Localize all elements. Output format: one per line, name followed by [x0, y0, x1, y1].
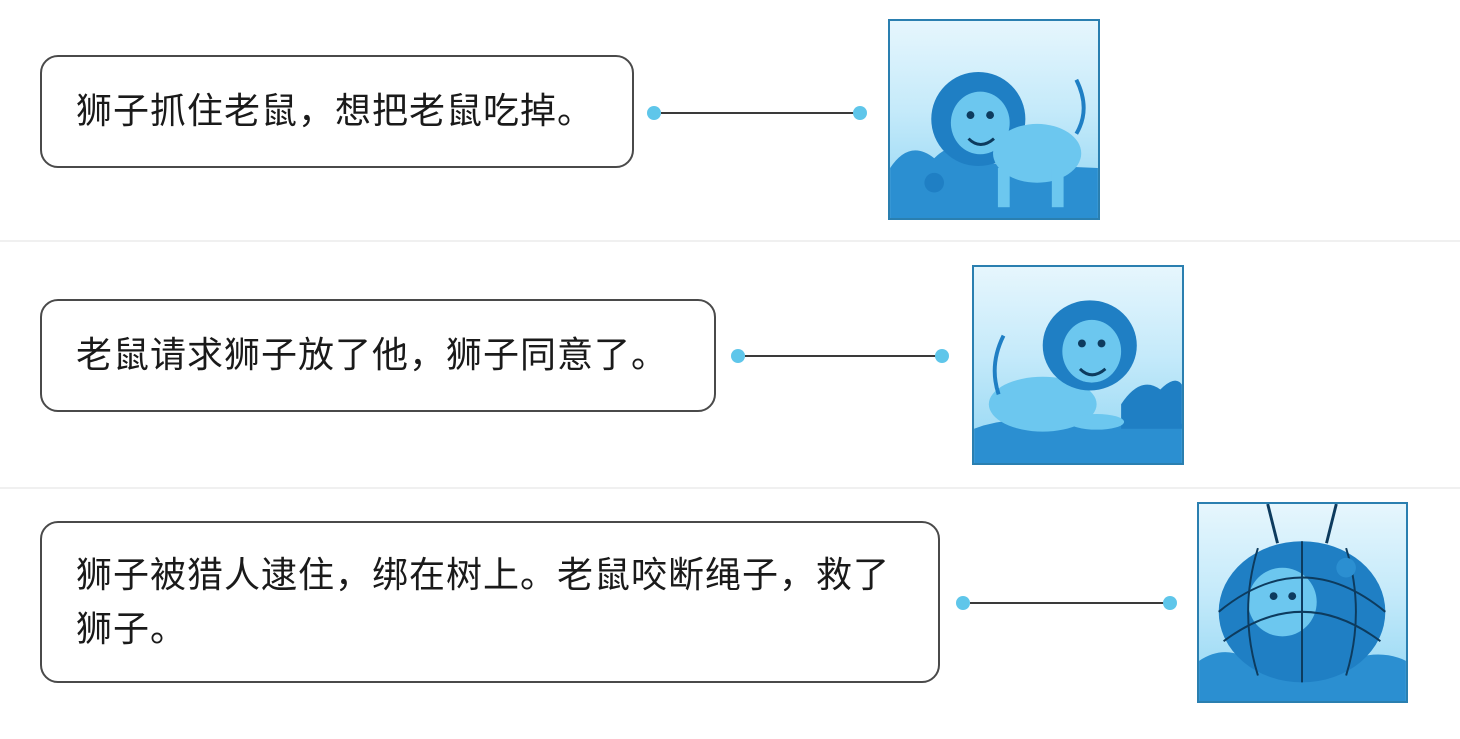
lion-catching-mouse-illustration[interactable]	[888, 19, 1100, 220]
divider	[0, 487, 1460, 489]
lion-catching-mouse-icon	[890, 71, 1098, 218]
connector-line	[970, 602, 1166, 604]
sentence-text: 老鼠请求狮子放了他，狮子同意了。	[76, 335, 669, 376]
connector-line	[661, 112, 854, 114]
connector-end-dot[interactable]	[935, 349, 949, 363]
sentence-card-3: 狮子被猎人逮住，绑在树上。老鼠咬断绳子，救了狮子。	[40, 521, 940, 683]
divider	[0, 240, 1460, 242]
sentence-card-1: 狮子抓住老鼠，想把老鼠吃掉。	[40, 55, 634, 168]
connector-start-dot[interactable]	[647, 106, 661, 120]
lion-trapped-in-net-icon	[1199, 504, 1406, 701]
lion-trapped-in-net-illustration[interactable]	[1197, 502, 1408, 703]
lion-releasing-mouse-icon	[974, 300, 1182, 463]
connector-end-dot[interactable]	[853, 106, 867, 120]
connector-end-dot[interactable]	[1163, 596, 1177, 610]
sentence-card-2: 老鼠请求狮子放了他，狮子同意了。	[40, 299, 716, 412]
lion-releasing-mouse-illustration[interactable]	[972, 265, 1184, 465]
sentence-text: 狮子被猎人逮住，绑在树上。老鼠咬断绳子，救了狮子。	[76, 555, 891, 650]
sentence-text: 狮子抓住老鼠，想把老鼠吃掉。	[76, 91, 595, 132]
connector-start-dot[interactable]	[731, 349, 745, 363]
connector-start-dot[interactable]	[956, 596, 970, 610]
connector-line	[745, 355, 936, 357]
